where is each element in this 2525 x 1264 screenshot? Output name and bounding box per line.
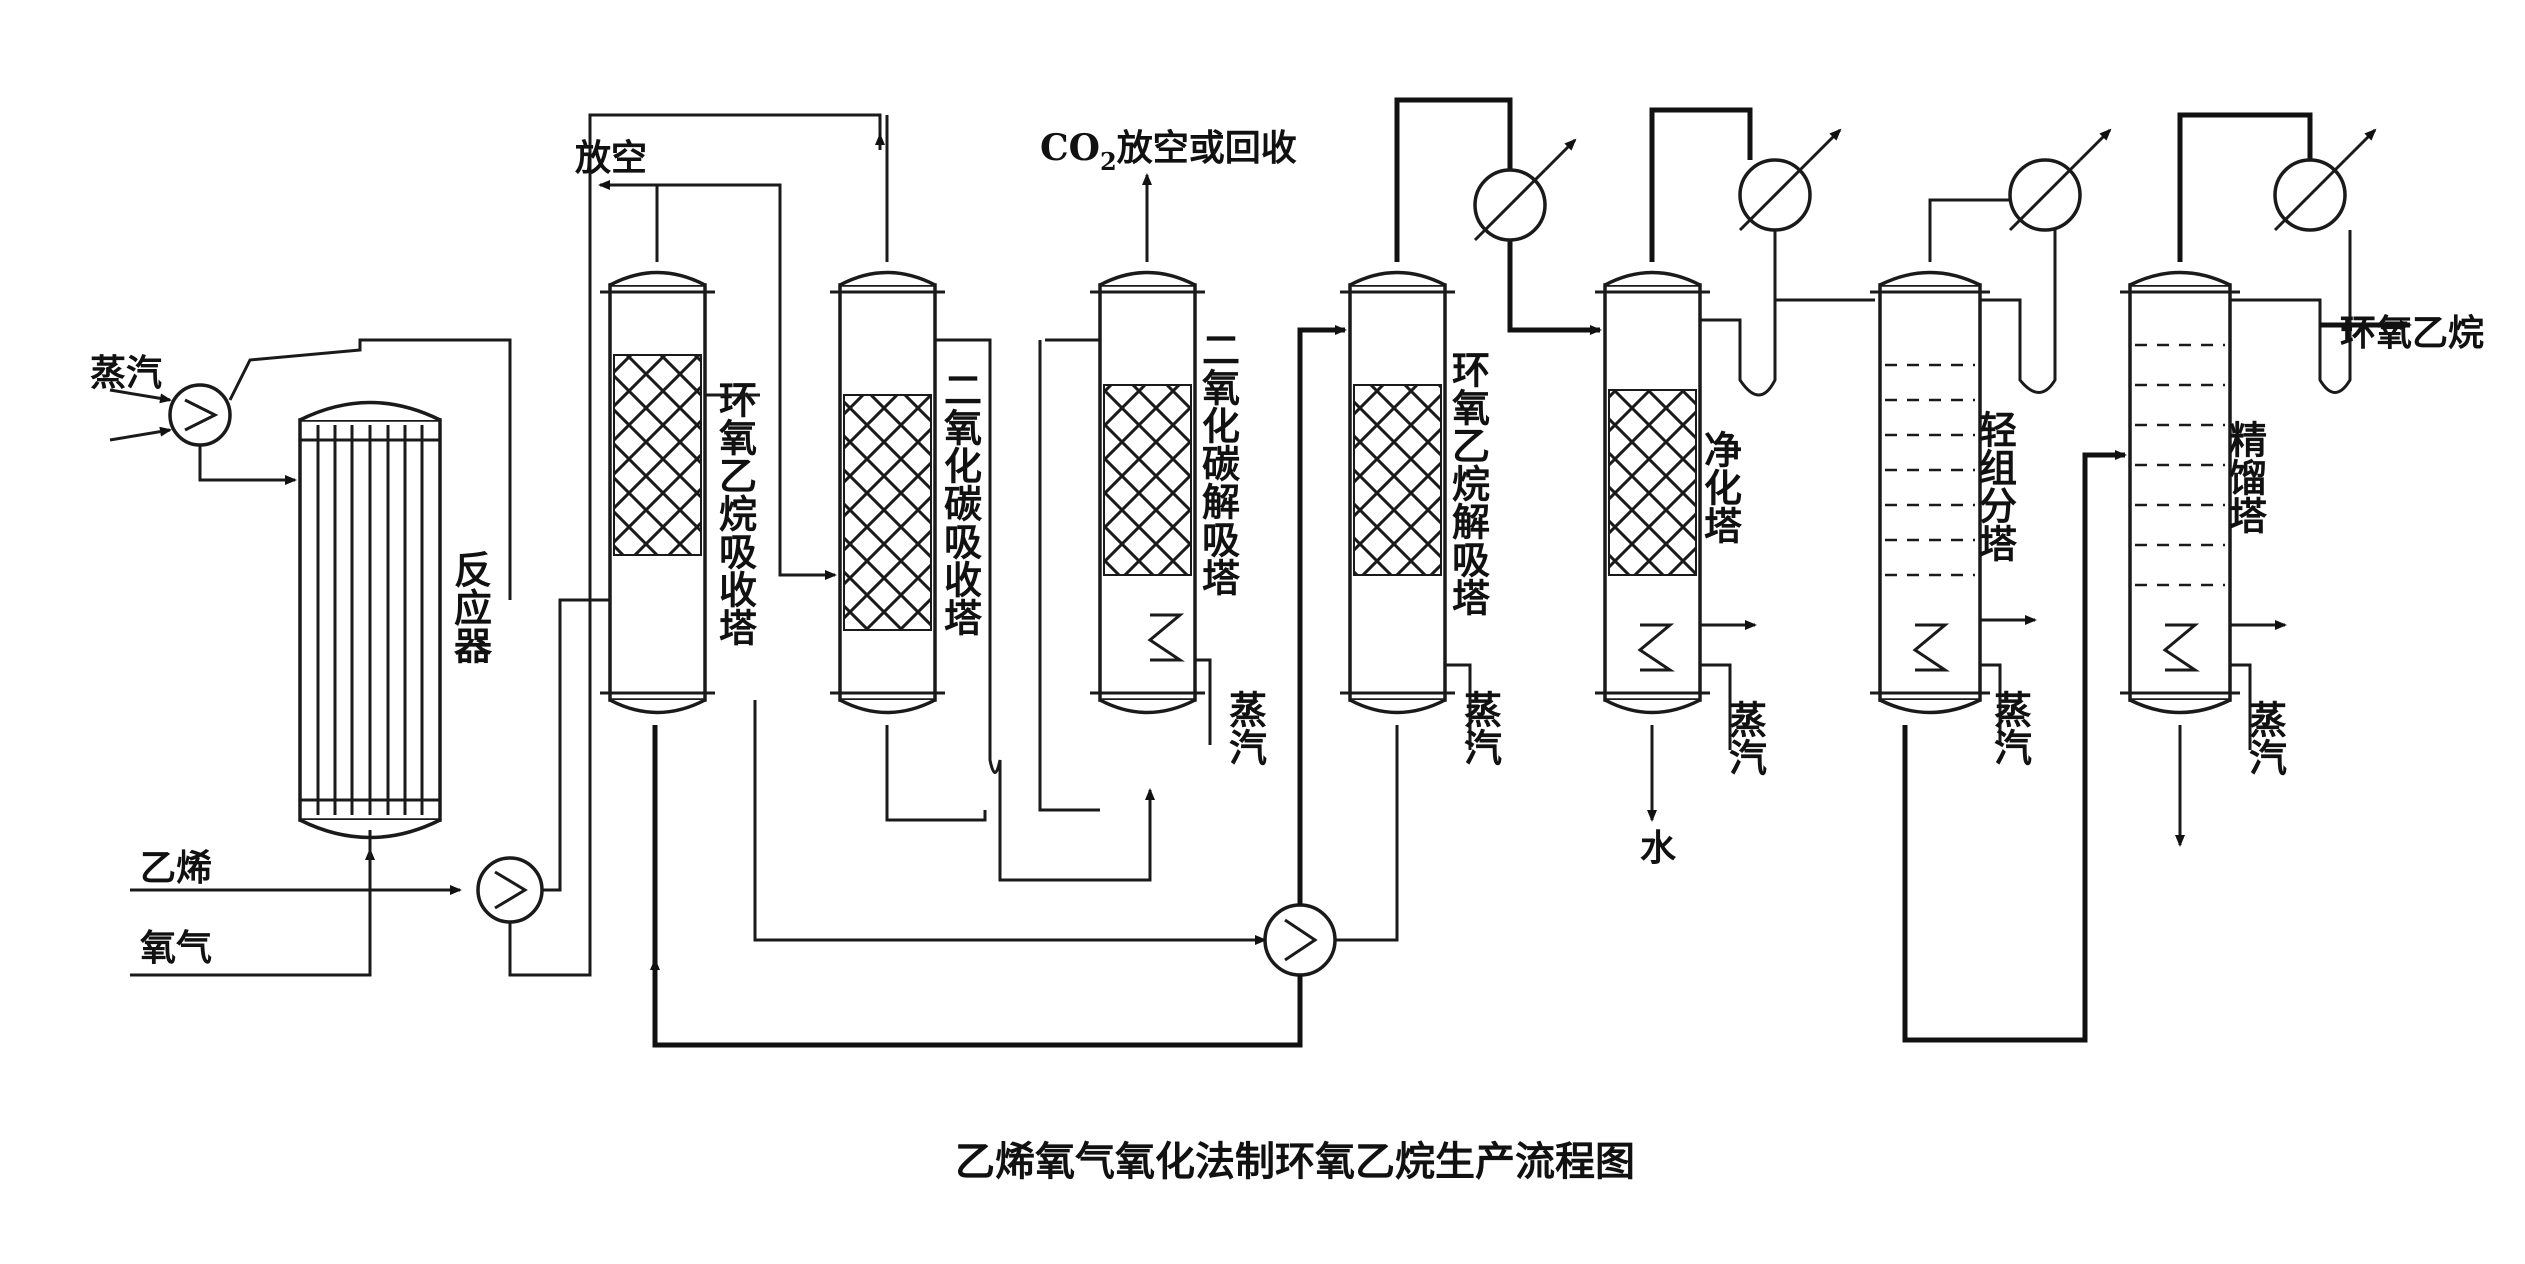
co2-desorber: 二氧化碳解吸塔 CO2放空或回收 蒸汽 <box>1038 127 1297 812</box>
eo-product-label: 环氧乙烷 <box>2340 312 2484 354</box>
reactor-heat-exchanger <box>476 113 882 977</box>
eo-desorber-label: 环氧乙烷解吸塔 <box>1446 350 1491 616</box>
vent-label: 放空 <box>575 137 647 179</box>
steam-label-3: 蒸汽 <box>1723 700 1768 776</box>
condenser-2 <box>1738 128 1875 302</box>
co2-absorber-label: 二氧化碳吸收塔 <box>938 370 983 636</box>
rectifier-label: 精馏塔 <box>2223 420 2268 534</box>
steam-preheater: 蒸汽 <box>90 338 512 600</box>
rectifier-trays <box>2135 343 2225 587</box>
reactor-label: 反应器 <box>448 550 493 664</box>
co2-vent-text: CO <box>1040 127 1100 169</box>
eo-absorber: 环氧乙烷吸收塔 放空 <box>575 137 782 715</box>
reactor: 反应器 <box>298 400 493 840</box>
condenser-4 <box>2273 128 2377 232</box>
rectifier-column: 精馏塔 环氧乙烷 蒸汽 <box>2120 112 2484 847</box>
feed-lines: 乙烯 氧气 <box>130 830 462 977</box>
co2-vent-label: CO2放空或回收 <box>1040 127 1297 176</box>
water-label: 水 <box>1640 827 1677 869</box>
steam-label-2: 蒸汽 <box>1458 690 1503 766</box>
eo-absorber-label: 环氧乙烷吸收塔 <box>713 380 758 646</box>
oxygen-label: 氧气 <box>140 927 212 969</box>
light-ends-label: 轻组分塔 <box>1973 410 2018 562</box>
eo-desorber: 环氧乙烷解吸塔 蒸汽 <box>1335 97 1602 942</box>
condenser-1 <box>1473 138 1577 242</box>
eo-heat-exchanger <box>650 325 1347 1048</box>
co2-desorber-label: 二氧化碳解吸塔 <box>1196 330 1241 596</box>
purifier: 净化塔 蒸汽 水 <box>1595 107 1777 869</box>
purifier-label: 净化塔 <box>1698 430 1743 544</box>
diagram-caption: 乙烯氧气氧化法制环氧乙烷生产流程图 <box>955 1138 1635 1185</box>
condenser-3 <box>2008 128 2112 232</box>
light-ends-trays <box>1885 363 1975 577</box>
steam-label-5: 蒸汽 <box>2243 700 2288 776</box>
co2-absorber: 二氧化碳吸收塔 <box>778 115 1155 882</box>
steam-label-4: 蒸汽 <box>1988 690 2033 766</box>
ethylene-label: 乙烯 <box>140 847 212 889</box>
light-ends-column: 轻组分塔 蒸汽 <box>1870 198 2127 1043</box>
co2-vent-rest: 放空或回收 <box>1117 127 1297 169</box>
steam-label-1: 蒸汽 <box>1223 690 1268 766</box>
steam-top-label: 蒸汽 <box>90 352 162 394</box>
reactor-tubes <box>300 425 440 815</box>
co2-subscript: 2 <box>1100 147 1117 176</box>
